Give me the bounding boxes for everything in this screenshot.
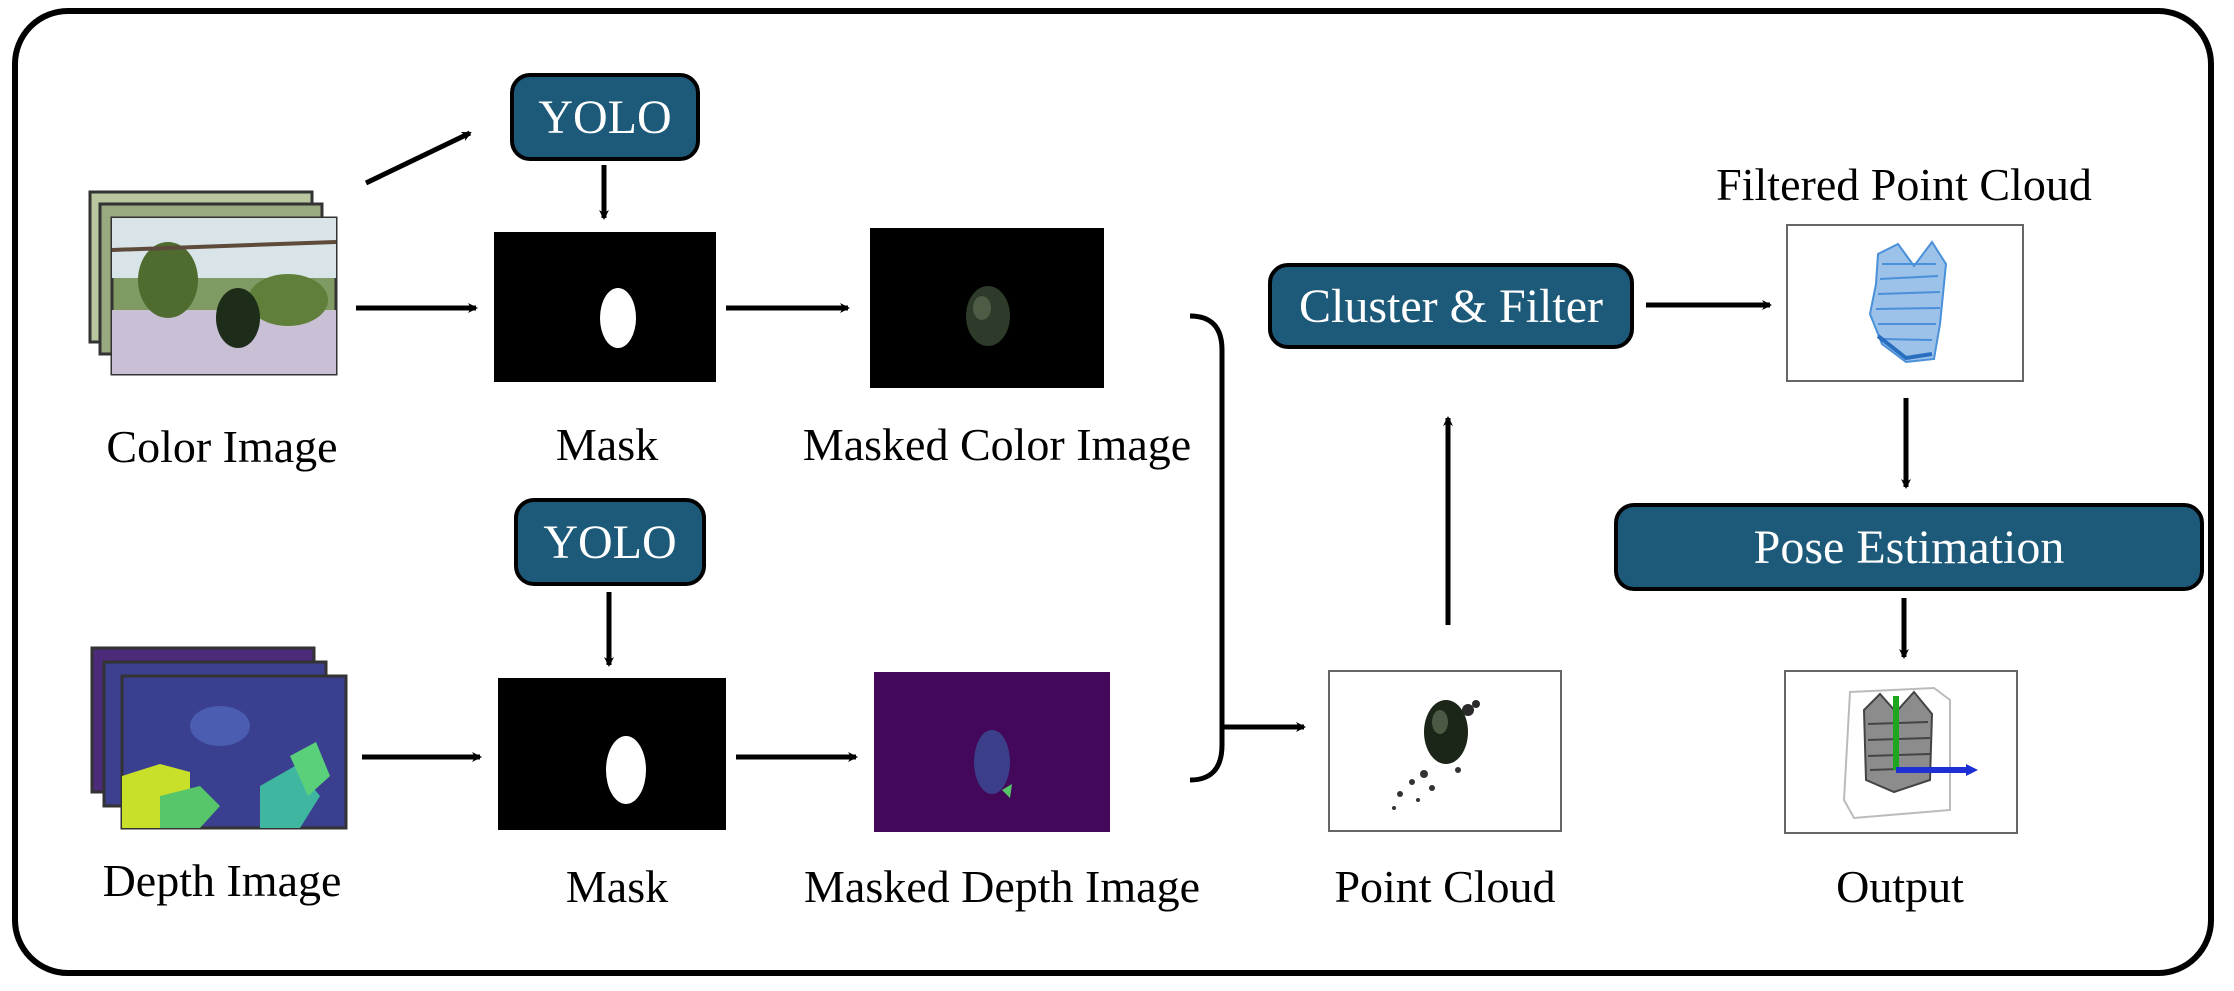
label-color-image: Color Image <box>106 421 338 472</box>
label-depth-image: Depth Image <box>102 855 342 906</box>
yolo-bottom-label: YOLO <box>543 515 677 569</box>
yolo-top-box: YOLO <box>510 73 700 161</box>
cluster-filter-box: Cluster & Filter <box>1268 263 1634 349</box>
merge-bracket <box>1189 313 1225 783</box>
pose-estimation-label: Pose Estimation <box>1753 520 2065 574</box>
masked-color-image <box>870 228 1104 388</box>
yolo-bottom-box: YOLO <box>514 498 706 586</box>
label-mask-bottom: Mask <box>565 861 669 912</box>
arrow-color-to-yolo <box>364 130 472 186</box>
outer-frame <box>12 8 2214 976</box>
cluster-filter-label: Cluster & Filter <box>1299 279 1603 333</box>
mask-top-image <box>494 232 716 382</box>
label-filtered-point-cloud: Filtered Point Cloud <box>1716 159 2092 210</box>
point-cloud-image <box>1328 670 1562 832</box>
yolo-top-label: YOLO <box>538 90 672 144</box>
output-image <box>1784 670 2018 834</box>
filtered-point-cloud-image <box>1786 224 2024 382</box>
label-masked-color-image: Masked Color Image <box>802 419 1192 470</box>
pose-estimation-box: Pose Estimation <box>1614 503 2204 591</box>
depth-image-stack <box>90 646 348 830</box>
masked-depth-image <box>874 672 1110 832</box>
label-output: Output <box>1836 861 1964 912</box>
label-masked-depth-image: Masked Depth Image <box>804 861 1200 912</box>
mask-bottom-image <box>498 678 726 830</box>
color-image-stack <box>88 190 338 376</box>
label-mask-top: Mask <box>555 419 659 470</box>
label-point-cloud: Point Cloud <box>1334 861 1556 912</box>
